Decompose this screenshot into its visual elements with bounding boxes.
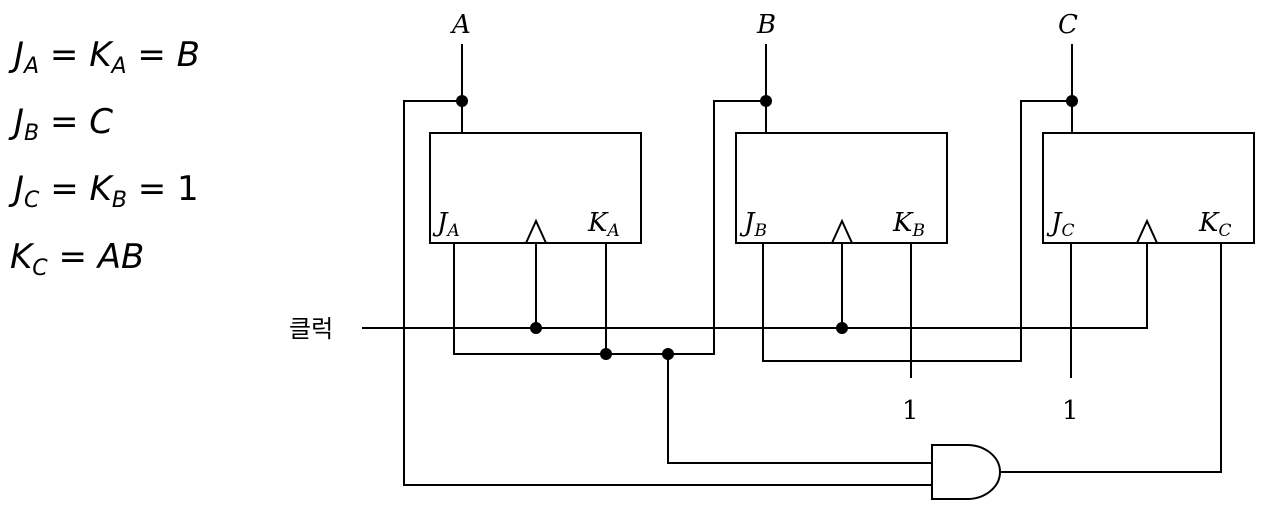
equation-list: JA = KA = B JB = C JC = KB = 1 KC = AB	[0, 0, 330, 300]
equation-jb: JB = C	[14, 102, 113, 146]
wire-b-to-and	[667, 354, 932, 464]
junction-dot-ka	[600, 348, 612, 360]
output-label-b: B	[756, 10, 776, 40]
clock-label: 클럭	[289, 315, 333, 343]
junction-dot-clock-b	[836, 322, 848, 334]
output-label-c: C	[1058, 10, 1078, 40]
junction-dot-c	[1066, 95, 1078, 107]
input-label-ja: JA	[432, 208, 460, 241]
wire-clock	[362, 243, 1148, 329]
wire-feedback-c	[762, 100, 1072, 362]
input-label-ka: KA	[587, 208, 620, 241]
input-label-jc: JC	[1046, 208, 1074, 241]
input-label-jb: JB	[739, 208, 767, 241]
equation-jc: JC = KB = 1	[14, 169, 199, 213]
junction-dot-b-and	[662, 348, 674, 360]
junction-dot-a	[456, 95, 468, 107]
wire-feedback-b	[453, 100, 766, 355]
and-gate	[931, 444, 1001, 500]
wire-and-to-kc	[1001, 243, 1222, 473]
junction-dot-b	[760, 95, 772, 107]
constant-kb: 1	[902, 396, 919, 426]
constant-jc: 1	[1062, 396, 1079, 426]
output-label-a: A	[450, 10, 471, 40]
equation-kc: KC = AB	[10, 237, 145, 281]
input-label-kc: KC	[1198, 208, 1231, 241]
input-label-kb: KB	[892, 208, 925, 241]
junction-dot-clock-a	[530, 322, 542, 334]
wire-feedback-a	[403, 100, 932, 486]
equation-ja: JA = KA = B	[14, 35, 200, 79]
